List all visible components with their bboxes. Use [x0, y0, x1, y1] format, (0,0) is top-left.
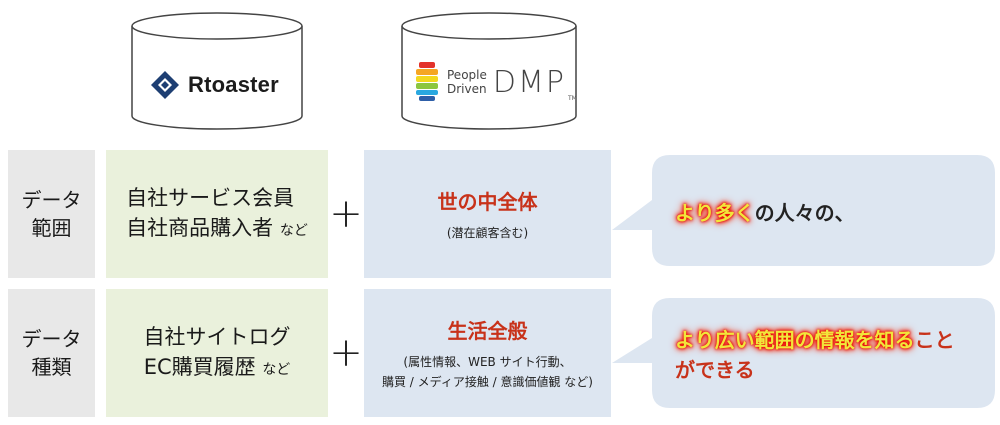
bubble-text-scope: より多くの人々の、	[675, 198, 985, 228]
dmp-data-box-scope: 世の中全体 (潜在顧客含む)	[364, 150, 611, 278]
dmp-data-subtitle-line1: (属性情報、WEB サイト行動、	[403, 354, 572, 369]
people-driven-icon	[416, 62, 438, 101]
plus-sign: +	[329, 191, 363, 237]
people-driven-dmp-database-cylinder	[401, 12, 577, 130]
own-data-line1: 自社サイトログ	[143, 324, 291, 349]
own-data-suffix: など	[279, 222, 308, 239]
bubble-highlight-type: より広い範囲の情報を知る	[675, 328, 915, 352]
dmp-data-subtitle: (潜在顧客含む)	[446, 225, 529, 240]
row-label-line2: 種類	[31, 355, 72, 379]
bubble-red-type: こと	[914, 328, 955, 352]
own-data-box-scope: 自社サービス会員 自社商品購入者 など	[106, 150, 328, 278]
bubble-line2-type: ができる	[675, 358, 755, 382]
own-data-line2: EC購買履歴	[143, 354, 256, 379]
row-label-line1: データ	[21, 327, 82, 351]
trademark-mark: TM	[567, 95, 577, 102]
rtoaster-icon	[151, 71, 179, 99]
bubble-text-type: より広い範囲の情報を知ること ができる	[675, 325, 990, 385]
speech-bubble-scope	[612, 155, 995, 266]
cylinder-shape	[401, 12, 577, 130]
own-data-line1: 自社サービス会員	[126, 185, 295, 210]
row-label-data-type: データ 種類	[8, 289, 95, 417]
own-data-suffix: など	[262, 361, 291, 378]
dmp-data-title: 世の中全体	[437, 189, 538, 214]
dmp-data-box-type: 生活全般 (属性情報、WEB サイト行動、 購買 / メディア接触 / 意識価値…	[364, 289, 611, 417]
people-driven-dmp-logo: People Driven DMP TM	[415, 62, 577, 102]
rtoaster-logo: Rtoaster	[150, 70, 279, 100]
people-driven-line1: People	[447, 68, 487, 82]
bubble-highlight-scope: より多く	[675, 201, 755, 225]
rtoaster-logo-text: Rtoaster	[188, 72, 279, 97]
row-label-data-scope: データ 範囲	[8, 150, 95, 278]
rtoaster-database-cylinder	[131, 12, 303, 130]
people-driven-line2: Driven	[447, 82, 487, 96]
own-data-box-type: 自社サイトログ EC購買履歴 など	[106, 289, 328, 417]
plus-sign: +	[329, 330, 363, 376]
row-label-line1: データ	[21, 188, 82, 212]
cylinder-shape	[131, 12, 303, 130]
dmp-data-title: 生活全般	[447, 318, 528, 343]
row-label-line2: 範囲	[31, 216, 72, 240]
bubble-plain-scope: の人々の、	[754, 201, 855, 225]
speech-bubble-type	[612, 298, 995, 408]
own-data-line2: 自社商品購入者	[126, 215, 274, 240]
dmp-logo-text: DMP	[492, 64, 566, 100]
dmp-data-subtitle-line2: 購買 / メディア接触 / 意識価値観 など)	[381, 374, 593, 389]
